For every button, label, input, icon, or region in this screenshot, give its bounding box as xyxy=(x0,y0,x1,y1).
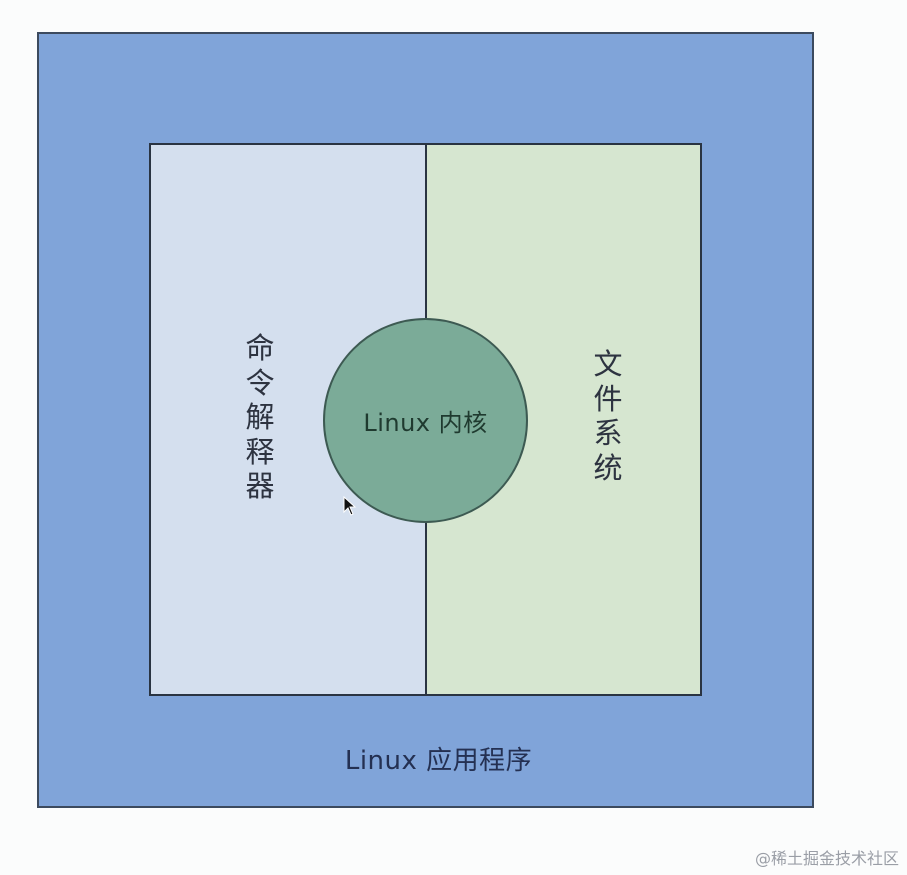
shell-label: 命令解释器 xyxy=(245,331,275,503)
mouse-pointer-icon xyxy=(343,496,357,516)
kernel-circle: Linux 内核 xyxy=(323,318,528,523)
inner-system-box xyxy=(149,143,702,696)
applications-label: Linux 应用程序 xyxy=(344,746,533,776)
kernel-label: Linux 内核 xyxy=(363,409,488,437)
watermark: @稀土掘金技术社区 xyxy=(754,849,899,868)
applications-label-row: Linux 应用程序 xyxy=(0,740,907,777)
filesystem-label: 文件系统 xyxy=(593,347,623,485)
